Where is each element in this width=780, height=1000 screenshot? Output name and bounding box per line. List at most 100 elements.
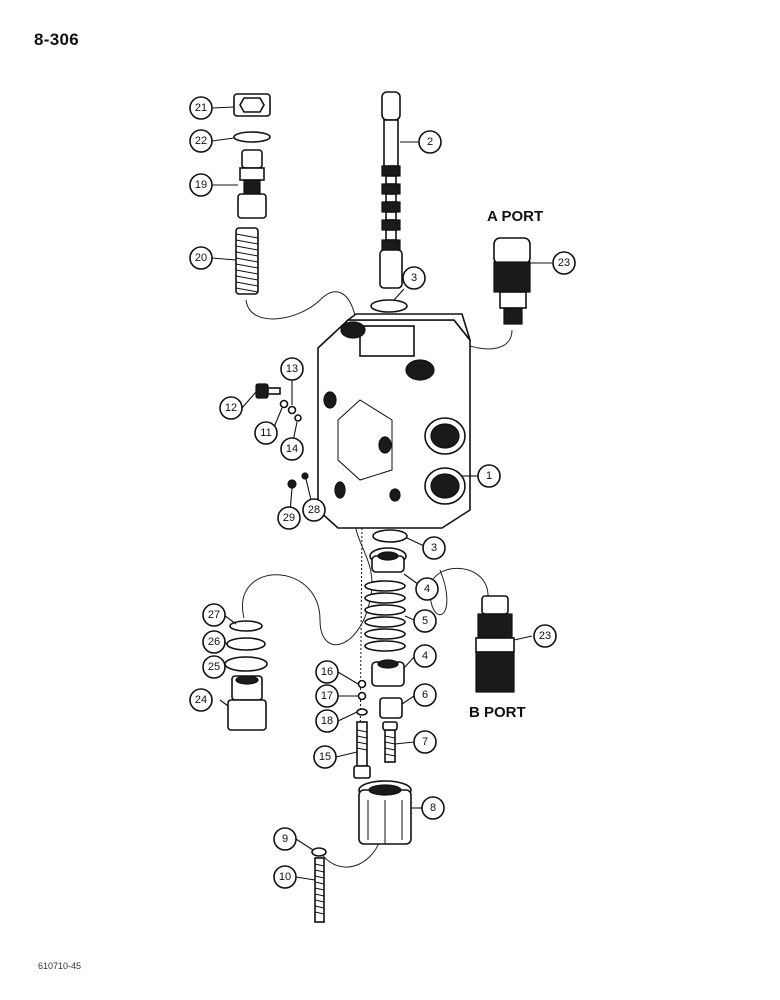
svg-text:16: 16 <box>321 666 333 678</box>
ball-28 <box>301 472 309 480</box>
svg-text:20: 20 <box>195 252 207 264</box>
callout-24: 24 <box>189 688 213 712</box>
svg-text:24: 24 <box>195 694 207 706</box>
retainer-4-top <box>369 547 407 573</box>
callout-13: 13 <box>280 357 304 381</box>
callout-2: 2 <box>418 130 442 154</box>
svg-text:27: 27 <box>208 609 220 621</box>
svg-text:18: 18 <box>321 715 333 727</box>
callout-21: 21 <box>189 96 213 120</box>
oring-11 <box>279 399 289 409</box>
cap-8 <box>358 780 412 845</box>
oring-26 <box>226 637 266 651</box>
svg-text:5: 5 <box>422 615 428 627</box>
callout-23-a-port: 23 <box>552 251 576 275</box>
svg-text:1: 1 <box>486 470 492 482</box>
svg-text:26: 26 <box>208 636 220 648</box>
callout-12: 12 <box>219 396 243 420</box>
callout-18: 18 <box>315 709 339 733</box>
callout-26: 26 <box>202 630 226 654</box>
svg-text:8: 8 <box>430 802 436 814</box>
oring-25 <box>224 656 268 672</box>
svg-text:29: 29 <box>283 512 295 524</box>
svg-text:10: 10 <box>279 871 291 883</box>
oring-22 <box>233 131 271 143</box>
svg-text:15: 15 <box>319 751 331 763</box>
callout-28: 28 <box>302 498 326 522</box>
callout-6: 6 <box>413 683 437 707</box>
svg-text:19: 19 <box>195 179 207 191</box>
plug-29 <box>287 479 297 489</box>
a-port-label: A PORT <box>487 208 544 225</box>
callout-27: 27 <box>202 603 226 627</box>
svg-text:22: 22 <box>195 135 207 147</box>
svg-text:11: 11 <box>260 427 271 439</box>
callout-3-top: 3 <box>402 266 426 290</box>
plug-12 <box>255 383 281 399</box>
relief-valve-23a <box>493 237 531 325</box>
callout-3-bottom: 3 <box>422 536 446 560</box>
svg-text:6: 6 <box>422 689 428 701</box>
svg-text:23: 23 <box>539 630 551 642</box>
callout-25: 25 <box>202 655 226 679</box>
svg-text:12: 12 <box>225 402 237 414</box>
link-line-20-to-body <box>245 291 357 321</box>
svg-text:28: 28 <box>308 504 320 516</box>
callout-17: 17 <box>315 684 339 708</box>
svg-text:9: 9 <box>282 833 288 845</box>
b-port-label: B PORT <box>469 704 526 721</box>
callout-22: 22 <box>189 129 213 153</box>
callout-15: 15 <box>313 745 337 769</box>
relief-valve-23b <box>475 595 515 693</box>
oring-16 <box>357 679 367 689</box>
svg-text:7: 7 <box>422 736 428 748</box>
spring-5 <box>364 580 406 652</box>
washer-9 <box>311 847 327 857</box>
leader-lines <box>211 106 552 881</box>
screw-10 <box>314 857 325 923</box>
callout-10: 10 <box>273 865 297 889</box>
callout-1: 1 <box>477 464 501 488</box>
screw-7 <box>382 721 398 763</box>
page-number: 8-306 <box>34 30 79 49</box>
washer-18 <box>356 708 368 716</box>
svg-text:4: 4 <box>422 650 428 662</box>
callout-20: 20 <box>189 246 213 270</box>
svg-text:17: 17 <box>321 690 333 702</box>
spool-axis <box>359 519 363 761</box>
link-line-9-to-8 <box>319 839 381 868</box>
screw-15 <box>353 721 371 779</box>
spring-20 <box>235 227 259 295</box>
retainer-4-bottom <box>371 659 405 687</box>
valve-body-1 <box>317 313 471 529</box>
callout-4-bottom: 4 <box>413 644 437 668</box>
svg-text:2: 2 <box>427 136 433 148</box>
check-valve-24 <box>227 675 267 731</box>
oring-3-bottom <box>372 529 408 543</box>
callout-29: 29 <box>277 506 301 530</box>
callout-5: 5 <box>413 609 437 633</box>
oring-13 <box>287 405 297 415</box>
footer-code: 610710-45 <box>38 961 82 971</box>
svg-text:21: 21 <box>195 102 207 114</box>
callout-4-top: 4 <box>415 577 439 601</box>
link-line-23b-to-body <box>429 568 489 616</box>
svg-text:3: 3 <box>411 272 417 284</box>
callout-19: 19 <box>189 173 213 197</box>
callout-9: 9 <box>273 827 297 851</box>
callout-8: 8 <box>421 796 445 820</box>
oring-14 <box>294 414 302 422</box>
spacer-6 <box>379 697 403 719</box>
callout-7: 7 <box>413 730 437 754</box>
svg-text:3: 3 <box>431 542 437 554</box>
spool-2 <box>379 91 403 289</box>
svg-text:13: 13 <box>286 363 298 375</box>
svg-text:25: 25 <box>208 661 220 673</box>
callout-11: 11 <box>254 421 278 445</box>
svg-text:4: 4 <box>424 583 430 595</box>
callout-23-b-port: 23 <box>533 624 557 648</box>
oring-3-top <box>370 299 408 313</box>
plug-21 <box>233 93 271 117</box>
svg-text:23: 23 <box>558 257 570 269</box>
